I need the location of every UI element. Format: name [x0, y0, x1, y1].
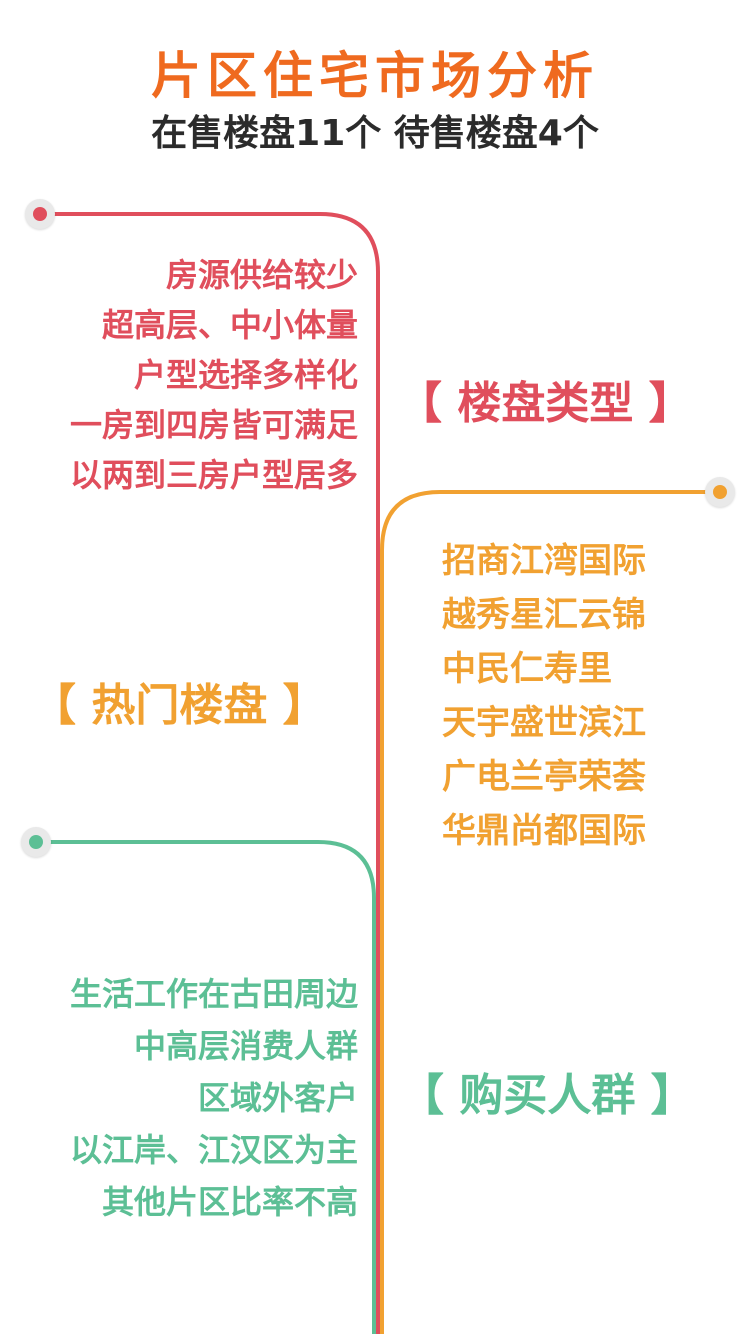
green-node-marker	[21, 827, 51, 857]
hot-list: 招商江湾国际 越秀星汇云锦 中民仁寿里 天宇盛世滨江 广电兰亭荣荟 华鼎尚都国际	[442, 534, 646, 858]
hot-project: 招商江湾国际	[442, 541, 646, 581]
page-title: 片区住宅市场分析	[151, 47, 599, 105]
buyers-heading: 【 购买人群 】	[400, 1070, 695, 1121]
types-line: 一房到四房皆可满足	[69, 406, 358, 444]
buyers-line: 以江岸、江汉区为主	[69, 1131, 358, 1169]
hot-heading: 【 热门楼盘 】	[32, 680, 327, 731]
page-subtitle: 在售楼盘11个 待售楼盘4个	[151, 113, 599, 154]
types-line: 房源供给较少	[165, 256, 358, 294]
types-line: 户型选择多样化	[133, 356, 358, 394]
hot-project: 广电兰亭荣荟	[442, 757, 646, 797]
buyers-line: 中高层消费人群	[133, 1027, 358, 1065]
buyers-list: 生活工作在古田周边 中高层消费人群 区域外客户 以江岸、江汉区为主 其他片区比率…	[70, 968, 358, 1228]
green-timeline	[36, 840, 376, 1334]
types-list: 房源供给较少 超高层、中小体量 户型选择多样化 一房到四房皆可满足 以两到三房户…	[70, 250, 358, 500]
red-timeline	[40, 212, 380, 1334]
buyers-line: 生活工作在古田周边	[69, 975, 358, 1013]
red-node-marker	[25, 199, 55, 229]
hot-project: 华鼎尚都国际	[442, 811, 646, 851]
buyers-line: 其他片区比率不高	[101, 1183, 358, 1221]
hot-project: 中民仁寿里	[442, 649, 612, 689]
buyers-line: 区域外客户	[197, 1079, 358, 1117]
orange-node-marker	[705, 477, 735, 507]
orange-timeline	[380, 490, 720, 1334]
hot-project: 天宇盛世滨江	[442, 703, 646, 743]
types-line: 以两到三房户型居多	[69, 456, 358, 494]
types-heading: 【 楼盘类型 】	[398, 378, 693, 429]
hot-project: 越秀星汇云锦	[442, 595, 646, 635]
types-line: 超高层、中小体量	[101, 306, 358, 344]
